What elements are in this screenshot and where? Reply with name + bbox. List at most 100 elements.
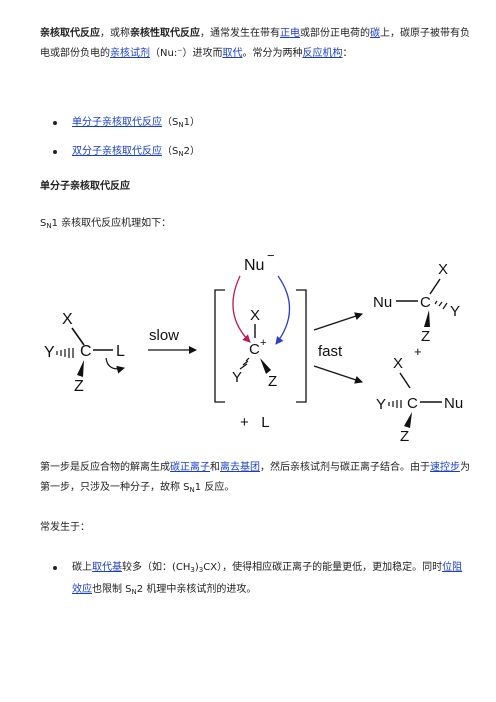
link-reaction-mechanism[interactable]: 反应机构 [302,48,343,59]
step-text: ，然后亲核试剂与碳正离子结合。由于 [260,462,430,473]
link-carbon[interactable]: 碳 [370,28,380,39]
list-text: （S [162,146,179,157]
hashed-bond [56,348,74,358]
link-steric-effect[interactable]: 位阻效应 [72,562,463,595]
atom-z: Z [74,378,84,395]
caption-text: 1 亲核取代反应机理如下： [51,218,172,229]
atom-c: C [80,343,92,360]
atom-nu: Nu [444,395,463,412]
condition-text: 也限制 S [92,584,132,595]
atom-x: X [250,307,260,324]
atom-c: C [420,294,431,311]
subscript: 3 [198,566,204,574]
wedge-bond [260,358,271,374]
step-text: 和 [210,462,220,473]
atom-y: Y [450,303,460,320]
section-heading: 单分子亲核取代反应 [40,181,130,192]
plus-sign: + [414,344,422,359]
caption-text: S [40,218,47,229]
condition-list: 碳上取代基较多（如：(CH3)3CX），使得相应碳正离子的能量更低，更加稳定。同… [40,558,470,596]
link-sn1[interactable]: 单分子亲核取代反应 [72,117,162,128]
wedge-bond [77,360,84,377]
atom-z: Z [268,373,277,390]
atom-c: C [407,395,418,412]
list-item: 单分子亲核取代反应（SN1） [40,113,470,133]
nucleophile-label: Nu [244,257,264,274]
atom-l: L [116,343,125,360]
atom-c: C [249,341,260,358]
atom-z: Z [421,328,430,345]
label-fast: fast [318,343,343,360]
product-front-attack: X Nu C Y Z [373,261,460,345]
charge-minus: − [267,248,275,263]
link-nucleophile[interactable]: 亲核试剂 [110,48,150,59]
step-text: 1 反应。 [194,482,235,493]
intro-text: ： [342,48,353,59]
atom-y: Y [44,344,55,361]
link-carbocation[interactable]: 碳正离子 [170,462,210,473]
intro-paragraph: 亲核取代反应，或称亲核性取代反应，通常发生在带有正电或部份正电荷的碳上，碳原子被… [40,24,470,64]
subscript: 3 [190,566,195,574]
condition-text: CX），使得相应碳正离子的能量更低，更加稳定。同时 [203,562,443,573]
term-nucleophilic-substitution: 亲核取代反应 [40,28,100,39]
subscript: N [46,222,52,230]
mechanism-caption: SN1 亲核取代反应机理如下： [40,214,171,230]
link-rate-determining-step[interactable]: 速控步 [430,462,460,473]
atom-y: Y [232,369,242,386]
carbocation-intermediate: X C + Y Z [232,307,277,390]
intro-text: 或部份正电荷的 [300,28,370,39]
link-sn2[interactable]: 双分子亲核取代反应 [72,146,162,157]
hashed-bond [239,357,250,370]
hashed-bond [388,400,402,408]
occurs-label: 常发生于： [40,522,90,533]
atom-z: Z [400,428,409,444]
intro-text: 。常分为两种 [242,48,303,59]
atom-nu: Nu [373,294,392,311]
wedge-bond [404,412,412,428]
fast-arrow-upper [313,312,363,331]
atom-x: X [438,261,448,278]
link-leaving-group[interactable]: 离去基团 [220,462,260,473]
link-substitution[interactable]: 取代 [222,48,243,59]
bond-line [399,372,411,389]
subscript: N [178,121,184,129]
link-substituent[interactable]: 取代基 [92,562,122,573]
atom-x: X [393,355,403,372]
condition-text: 较多（如：(CH [122,562,191,573]
leaving-arrow [105,357,125,374]
condition-text: ) [194,562,199,573]
bullet-icon [53,121,57,125]
list-text: 2） [183,146,200,157]
bond-line [71,327,85,346]
intro-text: ，通常发生在带有 [200,28,280,39]
sn1-mechanism-scheme: X Y C L Z slow Nu − X [44,248,463,444]
bond-line [429,278,441,295]
step-text: 第一步是反应合物的解离生成 [40,462,170,473]
atom-x: X [62,311,73,328]
intro-text: 上，碳原子被带有负电或部份负电的 [40,28,470,59]
list-item: 碳上取代基较多（如：(CH3)3CX），使得相应碳正离子的能量更低，更加稳定。同… [40,558,470,596]
intro-text: （Nu:⁻）进攻而 [150,48,223,59]
front-attack-arrow [232,275,251,343]
wedge-bond [424,310,430,327]
subscript: N [131,588,137,596]
hashed-bond [434,300,448,310]
mechanism-list: 单分子亲核取代反应（SN1） 双分子亲核取代反应（SN2） [40,113,470,171]
intro-text: ，或称 [100,28,130,39]
link-positive-charge[interactable]: 正电 [280,28,300,39]
plus-leaving-group: + L [240,414,270,431]
subscript: N [178,150,184,158]
charge-plus: + [260,337,266,349]
subscript: N [189,486,195,494]
left-bracket [214,289,225,403]
back-attack-arrow [275,275,291,345]
condition-text: 2 机理中亲核试剂的进攻。 [136,584,257,595]
label-slow: slow [149,327,179,344]
term-nucleophilic-substitution-alt: 亲核性取代反应 [130,28,200,39]
product-back-attack: X Y C Nu Z [376,355,463,444]
bullet-icon [53,150,57,154]
condition-text: 碳上 [72,562,92,573]
list-item: 双分子亲核取代反应（SN2） [40,142,470,162]
step-text: 为第一步，只涉及一种分子，故称 S [40,462,470,493]
